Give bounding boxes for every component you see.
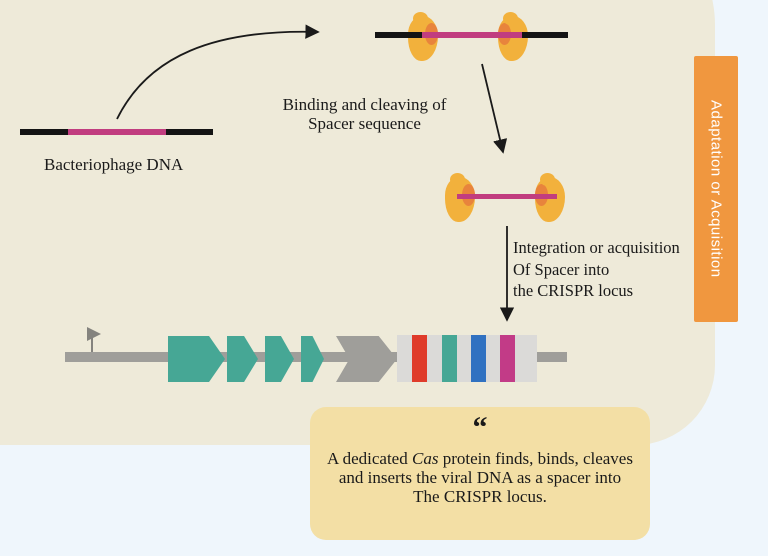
spacer-new-magenta — [500, 335, 515, 382]
bound-dna-strand — [375, 32, 568, 38]
spacer-teal — [442, 335, 457, 382]
quote-line2: and inserts the viral DNA as a spacer in… — [338, 468, 622, 487]
repeat-spacer-array — [397, 335, 537, 382]
quote-icon: “ — [472, 411, 488, 444]
adaptation-tab[interactable]: Adaptation or Acquisition — [694, 56, 738, 322]
integration-step-caption: Integration or acquisition Of Spacer int… — [513, 237, 680, 302]
quote-line1-italic: Cas — [411, 449, 439, 468]
bacteriophage-dna-strand — [20, 129, 213, 135]
quote-line3: The CRISPR locus. — [413, 487, 547, 506]
protospacer-segment — [68, 129, 166, 135]
quote-text: A dedicated Cas protein finds, binds, cl… — [318, 449, 642, 506]
excised-spacer-strand — [457, 194, 557, 199]
cas-protein-icon — [535, 173, 565, 222]
bound-protospacer-segment — [422, 32, 522, 38]
bacteriophage-dna-label: Bacteriophage DNA — [44, 155, 184, 174]
integration-step-line1: Integration or acquisition — [513, 238, 680, 257]
binding-step-line1: Binding and cleaving of — [282, 95, 447, 114]
quote-line1-pre: A dedicated — [327, 449, 412, 468]
binding-step-caption: Binding and cleaving of Spacer sequence — [262, 95, 467, 133]
integration-step-line3: the CRISPR locus — [513, 281, 634, 300]
spacer-blue — [471, 335, 486, 382]
cas-gene-4 — [301, 336, 324, 382]
integration-step-line2: Of Spacer into — [513, 259, 610, 279]
spacer-red — [412, 335, 427, 382]
adaptation-tab-label: Adaptation or Acquisition — [707, 100, 725, 278]
cas-protein-icon — [408, 12, 438, 61]
quote-card: “ A dedicated Cas protein finds, binds, … — [310, 407, 650, 540]
quote-line1-post: protein finds, binds, cleaves — [438, 449, 633, 468]
binding-step-line2: Spacer sequence — [308, 114, 421, 133]
